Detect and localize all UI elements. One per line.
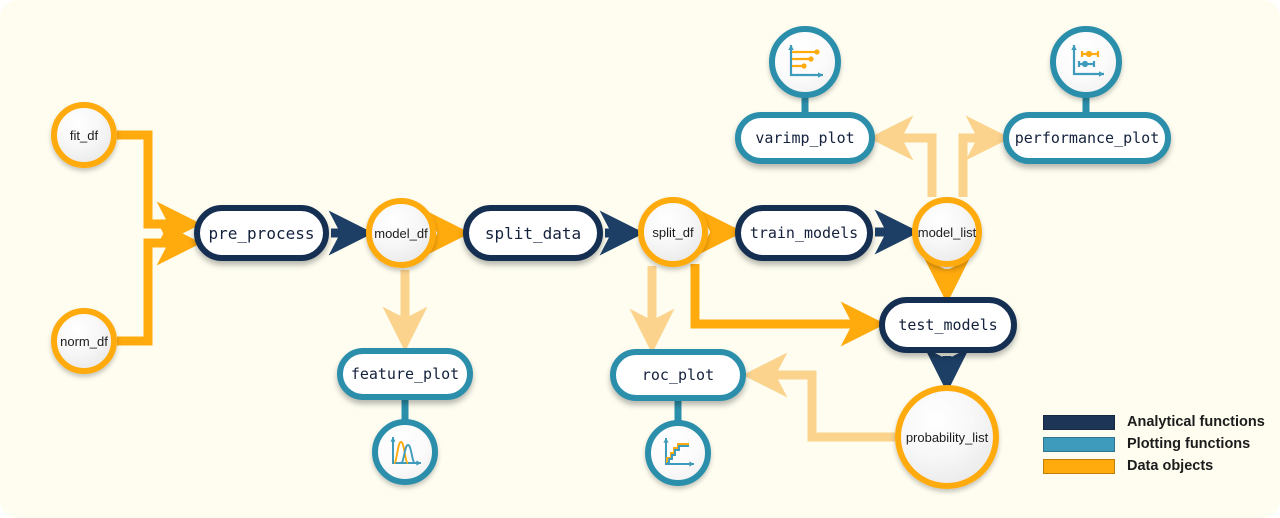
node-norm-df[interactable]: norm_df	[51, 308, 117, 374]
node-split-data[interactable]: split_data	[463, 205, 603, 261]
node-label: varimp_plot	[755, 129, 855, 147]
node-label: split_data	[484, 223, 582, 243]
lollipop-bar-icon	[783, 41, 827, 83]
roc-plot-badge	[645, 420, 711, 486]
varimp-plot-badge	[769, 26, 841, 98]
node-pre-process[interactable]: pre_process	[194, 205, 329, 261]
edge-model_list-varimp_plot	[868, 115, 937, 197]
legend-item-analytical: Analytical functions	[1043, 412, 1265, 432]
node-label: performance_plot	[1014, 129, 1160, 147]
edge-split_df-test_models	[690, 264, 886, 347]
node-train-models[interactable]: train_models	[735, 205, 873, 261]
legend-swatch-plotting	[1043, 436, 1115, 452]
node-fit-df[interactable]: fit_df	[51, 102, 117, 168]
feature-plot-badge	[372, 419, 438, 485]
roc-step-curve-icon	[658, 434, 698, 472]
edge-norm_df-pre_process	[117, 220, 202, 346]
node-label: fit_df	[69, 127, 99, 143]
node-label: norm_df	[60, 333, 108, 349]
node-label: test_models	[898, 316, 998, 334]
node-label: train_models	[749, 224, 859, 242]
node-split-df[interactable]: split_df	[638, 197, 708, 267]
legend-item-plotting: Plotting functions	[1043, 434, 1265, 454]
edge-model_list-performance_plot	[958, 115, 1011, 197]
node-model-list[interactable]: model_list	[912, 197, 982, 267]
performance-plot-badge	[1050, 26, 1122, 98]
node-label: probability_list	[905, 429, 989, 445]
edge-fit_df-pre_process	[117, 130, 202, 247]
node-label: pre_process	[208, 223, 315, 243]
node-performance-plot[interactable]: performance_plot	[1003, 112, 1171, 164]
node-varimp-plot[interactable]: varimp_plot	[735, 112, 875, 164]
node-label: model_list	[917, 224, 977, 240]
legend: Analytical functions Plotting functions …	[1043, 412, 1265, 478]
node-model-df[interactable]: model_df	[366, 198, 436, 268]
node-label: model_df	[374, 225, 428, 241]
node-label: roc_plot	[641, 366, 715, 384]
legend-swatch-data	[1043, 458, 1115, 474]
node-test-models[interactable]: test_models	[879, 297, 1017, 353]
node-roc-plot[interactable]: roc_plot	[610, 349, 746, 401]
node-feature-plot[interactable]: feature_plot	[337, 348, 473, 400]
legend-label: Plotting functions	[1127, 436, 1251, 452]
node-label: split_df	[652, 224, 694, 240]
legend-label: Data objects	[1127, 458, 1214, 474]
legend-label: Analytical functions	[1127, 414, 1265, 430]
node-probability-list[interactable]: probability_list	[895, 385, 999, 489]
density-curves-icon	[385, 433, 425, 471]
node-label: feature_plot	[350, 365, 460, 383]
legend-swatch-analytical	[1043, 414, 1115, 430]
legend-item-data: Data objects	[1043, 456, 1265, 476]
edge-probability_list-roc_plot	[742, 352, 895, 442]
error-bar-icon	[1064, 41, 1108, 83]
